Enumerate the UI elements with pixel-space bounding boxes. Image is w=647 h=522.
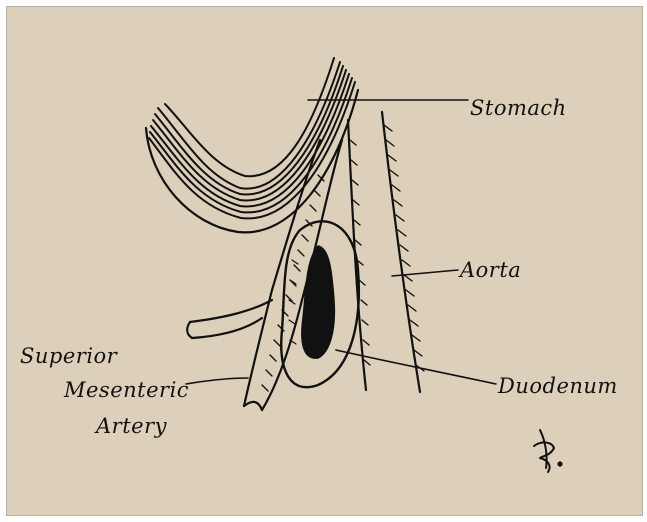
sma-label-line1: Superior [20,344,117,368]
artist-signature [534,430,562,472]
stomach-drawing [146,58,358,232]
duodenum-label: Duodenum [498,374,618,398]
aorta-drawing [348,112,424,392]
duodenum-leader [336,350,496,384]
aorta-label: Aorta [460,258,521,282]
sma-label-line2: Mesenteric [64,378,189,402]
sma-label-line3: Artery [96,414,167,438]
sma-leader [186,378,248,384]
stomach-label: Stomach [470,96,567,120]
duodenum-drawing [281,221,359,387]
